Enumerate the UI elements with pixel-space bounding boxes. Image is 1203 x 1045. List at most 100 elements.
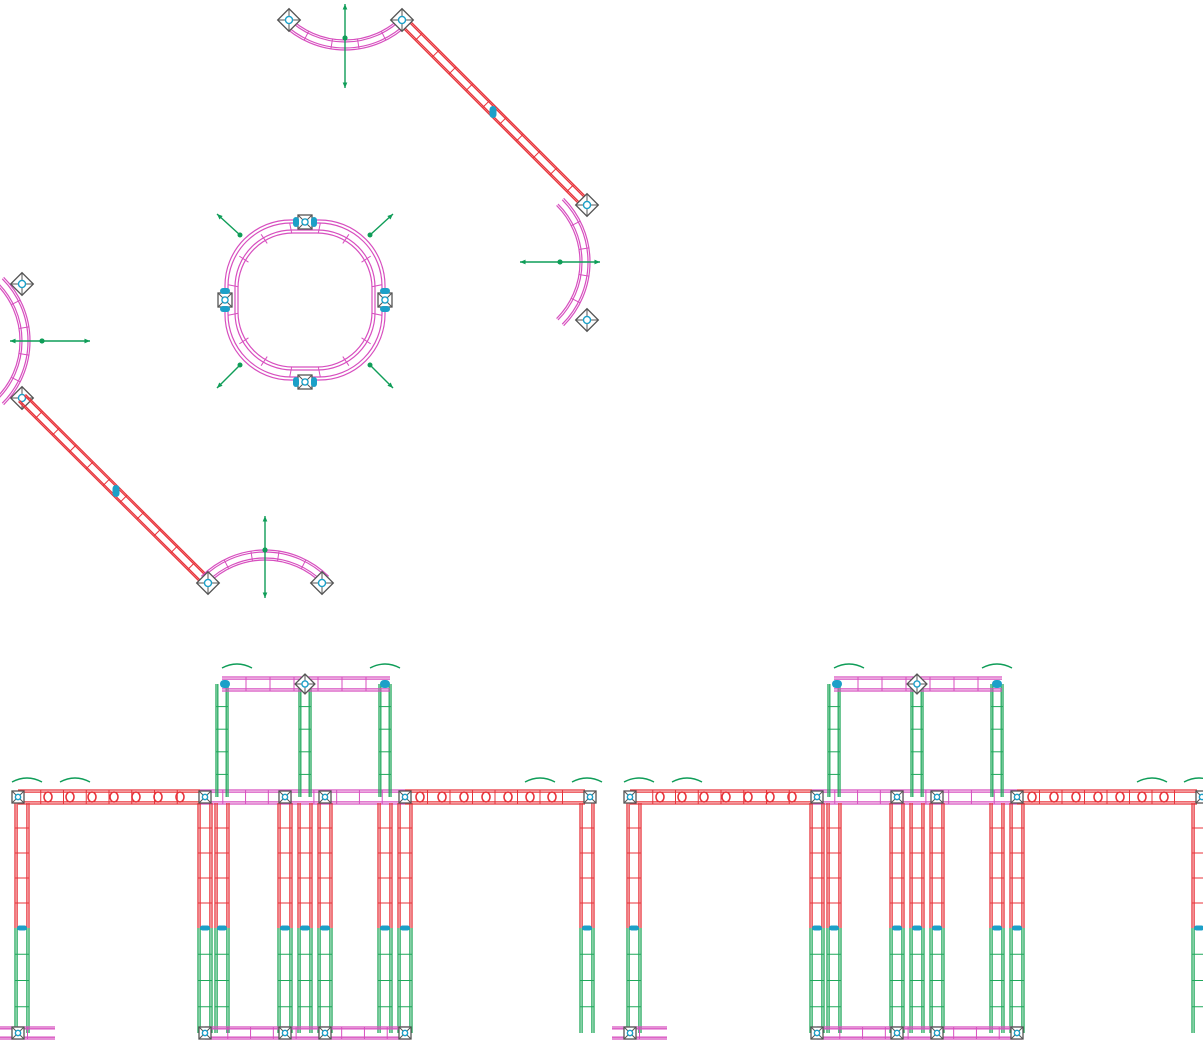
arrow-head (387, 214, 393, 220)
straight-truss (1009, 803, 1025, 928)
corner-block (1195, 790, 1203, 804)
truss-rung (448, 66, 457, 75)
straight-truss (910, 684, 924, 797)
arrow-origin (557, 259, 563, 265)
connector-ring (893, 1029, 901, 1037)
corner-block (930, 790, 944, 804)
truss-rung (119, 495, 128, 503)
beam-loop (109, 791, 119, 803)
lifting-hook (671, 777, 703, 783)
ring-rung (260, 356, 268, 366)
connector-ring (321, 793, 329, 801)
truss-rung (11, 376, 21, 383)
lifting-hook (369, 663, 401, 669)
arrow-head (262, 592, 268, 598)
corner-block (398, 790, 412, 804)
connector-ring (281, 1029, 289, 1037)
lifting-hook (59, 777, 91, 783)
beam-loop (1159, 791, 1169, 803)
truss-rung (380, 31, 387, 41)
ring-chord (227, 222, 383, 378)
connector (380, 925, 390, 931)
straight-truss (909, 803, 925, 928)
connector (489, 106, 497, 118)
truss-rung (18, 326, 29, 329)
truss-rung (571, 297, 581, 304)
corner-block (294, 673, 316, 695)
straight-truss (826, 803, 842, 928)
straight-truss (397, 928, 413, 1033)
corner-block (318, 790, 332, 804)
corner-block (217, 292, 233, 308)
straight-truss (405, 789, 585, 805)
connector-ring (221, 296, 229, 304)
beam-loop (525, 791, 535, 803)
straight-truss (989, 803, 1005, 928)
connector (380, 306, 390, 312)
lifting-hook (833, 663, 865, 669)
corner-block (574, 192, 600, 218)
beam-loop (677, 791, 687, 803)
connector-ring (203, 578, 213, 588)
truss-rung (170, 545, 179, 554)
lifting-hook (623, 777, 655, 783)
straight-truss (827, 684, 841, 797)
lifting-hook (571, 777, 603, 783)
connector-ring (14, 1029, 22, 1037)
straight-truss (579, 928, 595, 1033)
truss-rung (532, 150, 541, 159)
connector (992, 680, 1002, 688)
corner-block (574, 307, 600, 333)
ring-rung (371, 284, 383, 288)
lifting-hook (1183, 777, 1203, 783)
truss-rung (303, 31, 310, 41)
ring-rung (227, 312, 239, 316)
top-plan-view (0, 4, 600, 598)
truss-rung (578, 247, 589, 250)
arrow-head (520, 259, 526, 265)
arrow-head (84, 338, 90, 344)
arrow-head (342, 4, 348, 10)
truss-rung (515, 133, 524, 142)
arrow-origin (39, 338, 45, 344)
straight-truss (377, 803, 393, 928)
corner-block (623, 1026, 637, 1040)
corner-block (1010, 790, 1024, 804)
lifting-hook (221, 663, 253, 669)
corner-block (195, 570, 221, 596)
straight-truss (200, 789, 405, 805)
arrow-origin (262, 547, 268, 553)
connector (293, 217, 299, 227)
connector-ring (1013, 793, 1021, 801)
truss-rung (153, 528, 162, 537)
connector-ring (933, 793, 941, 801)
connector-ring (813, 793, 821, 801)
connector (220, 680, 230, 688)
connector-ring (301, 218, 309, 226)
ring-rung (317, 366, 321, 378)
corner-block (906, 673, 928, 695)
ring-chord (237, 232, 373, 368)
truss-rung (431, 49, 440, 58)
corner-block (583, 790, 597, 804)
straight-truss (14, 928, 30, 1033)
connector (992, 925, 1002, 931)
straight-truss (612, 1026, 667, 1040)
connector (311, 217, 317, 227)
truss-rung (571, 220, 581, 227)
truss-rung (18, 353, 29, 356)
lifting-hook (1136, 777, 1168, 783)
straight-truss (378, 684, 392, 797)
connector (892, 925, 902, 931)
connector (280, 925, 290, 931)
beam-loop (1137, 791, 1147, 803)
corner-block (810, 790, 824, 804)
corner-block (278, 790, 292, 804)
straight-truss (817, 1026, 1022, 1040)
connector-ring (401, 793, 409, 801)
connector-ring (201, 793, 209, 801)
ring-rung (227, 284, 239, 288)
truss-rung (85, 461, 94, 470)
straight-truss (1191, 928, 1203, 1033)
